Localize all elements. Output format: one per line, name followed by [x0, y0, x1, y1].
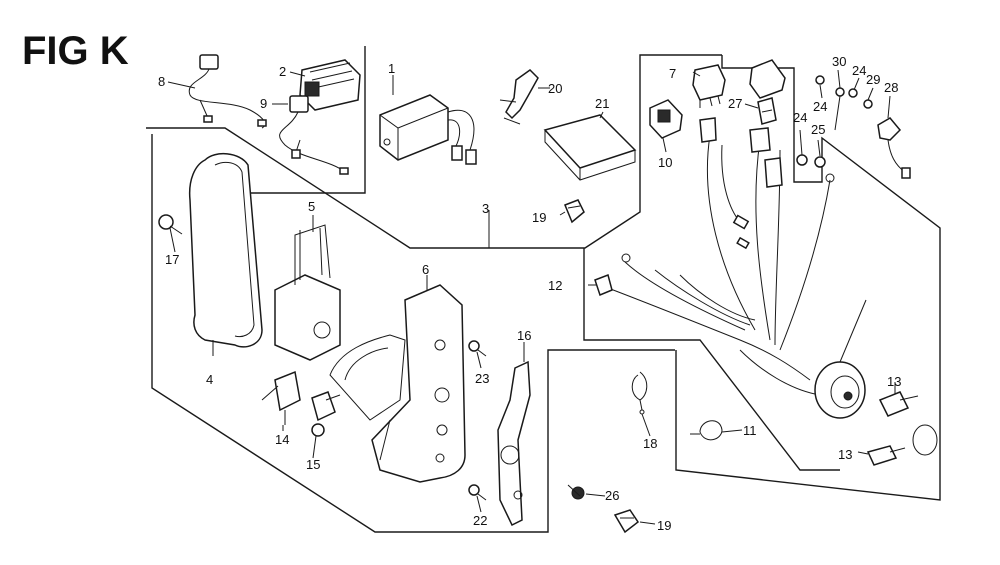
ignition-switch	[814, 361, 866, 419]
band-11	[690, 420, 723, 441]
small-hardware	[796, 75, 873, 168]
relay-cover	[749, 59, 786, 99]
main-harness-12	[594, 117, 835, 396]
screw-22	[468, 484, 487, 501]
callout-3: 3	[482, 201, 489, 216]
keys-13	[866, 391, 938, 466]
callout-22: 22	[473, 513, 487, 528]
callout-10: 10	[658, 155, 672, 170]
callout-12: 12	[548, 278, 562, 293]
callout-26: 26	[605, 488, 619, 503]
cdi-unit-1	[379, 94, 477, 165]
pad-21	[543, 114, 637, 181]
callout-18: 18	[643, 436, 657, 451]
callout-labels: 1 2 3 4 5 6 7 8 9 10 11 12 13 13 14 15 1…	[158, 54, 901, 533]
callout-27: 27	[728, 96, 742, 111]
callout-24c: 24	[793, 110, 807, 125]
callout-19a: 19	[532, 210, 546, 225]
breaker-15	[311, 391, 341, 437]
callout-6: 6	[422, 262, 429, 277]
callout-24a: 24	[813, 99, 827, 114]
bolt-17	[158, 214, 183, 235]
relay-7	[692, 64, 726, 108]
clip-20	[499, 69, 539, 125]
callout-11: 11	[743, 423, 757, 438]
plate-16	[497, 360, 531, 527]
callout-19b: 19	[657, 518, 671, 533]
holder-10	[649, 99, 683, 139]
terminal-28	[877, 117, 911, 179]
callout-25: 25	[811, 122, 825, 137]
clip-19-upper	[564, 199, 585, 224]
callout-30: 30	[832, 54, 846, 69]
callout-20: 20	[548, 81, 562, 96]
callout-17: 17	[165, 252, 179, 267]
callout-15: 15	[306, 457, 320, 472]
wire-harness-8	[188, 54, 267, 129]
callout-7: 7	[669, 66, 676, 81]
callout-28: 28	[884, 80, 898, 95]
callout-16: 16	[517, 328, 531, 343]
callout-9: 9	[260, 96, 267, 111]
cover-4	[188, 153, 263, 348]
callout-21: 21	[595, 96, 609, 111]
callout-13b: 13	[838, 447, 852, 462]
callout-13a: 13	[887, 374, 901, 389]
band-18	[631, 371, 648, 415]
fuse-holder-27	[757, 97, 777, 125]
bolt-26	[567, 484, 585, 500]
figure-title: FIG K	[22, 29, 129, 73]
callout-29: 29	[866, 72, 880, 87]
switch-14	[261, 370, 301, 425]
callout-1: 1	[388, 61, 395, 76]
callout-5: 5	[308, 199, 315, 214]
regulator-2	[299, 59, 361, 111]
callout-4: 4	[206, 372, 213, 387]
connector-9	[279, 95, 349, 175]
callout-23: 23	[475, 371, 489, 386]
callout-8: 8	[158, 74, 165, 89]
callout-24b: 24	[852, 63, 866, 78]
clip-19-lower	[613, 509, 640, 534]
callout-2: 2	[279, 64, 286, 79]
bracket-5	[274, 224, 341, 361]
assembly-boundaries	[146, 46, 941, 533]
control-panel-6	[329, 284, 466, 483]
leader-lines	[167, 69, 896, 525]
screw-23	[468, 340, 487, 357]
callout-14: 14	[275, 432, 289, 447]
